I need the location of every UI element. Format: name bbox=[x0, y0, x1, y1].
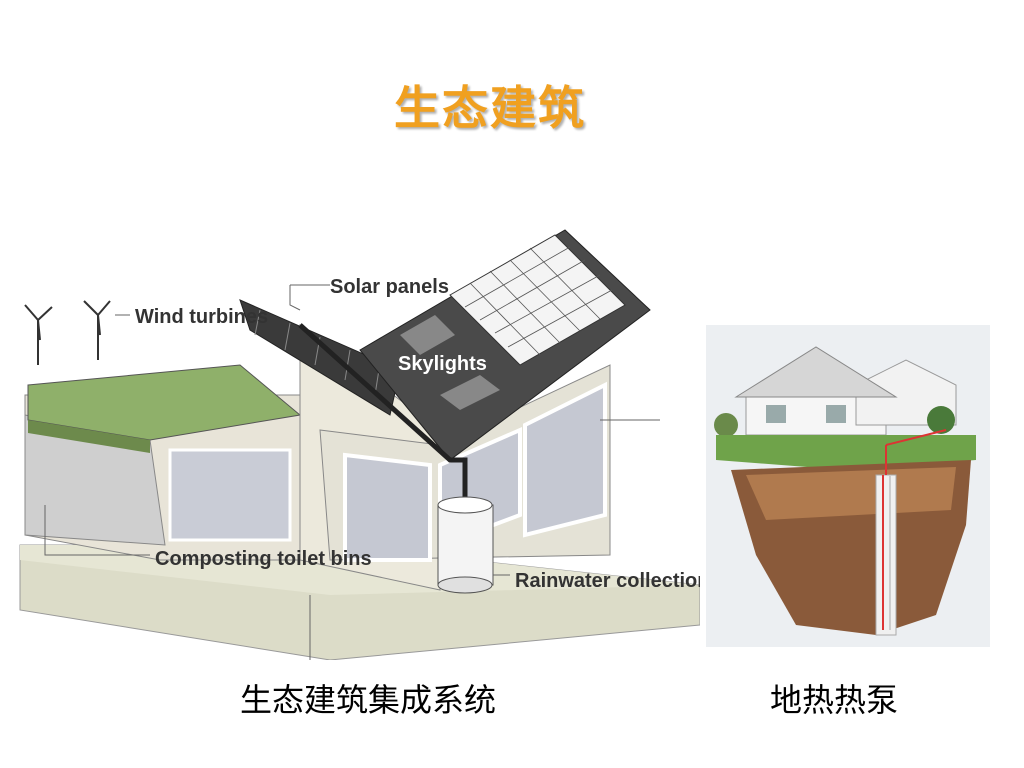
eco-building-illustration: Wind turbines Solar panels Skylights Com… bbox=[19, 229, 700, 660]
label-wind-turbines: Wind turbines bbox=[135, 306, 268, 328]
label-solar-panels: Solar panels bbox=[330, 276, 449, 298]
geothermal-heat-pump-illustration bbox=[706, 325, 990, 647]
label-composting-toilet-bins: Composting toilet bins bbox=[155, 548, 372, 570]
label-skylights: Skylights bbox=[398, 353, 487, 375]
label-rainwater-collection: Rainwater collection bbox=[515, 570, 700, 592]
eco-building-caption: 生态建筑集成系统 bbox=[240, 681, 497, 719]
heat-pump-caption: 地热热泵 bbox=[770, 681, 899, 719]
slide-title: 生态建筑 bbox=[394, 81, 586, 135]
